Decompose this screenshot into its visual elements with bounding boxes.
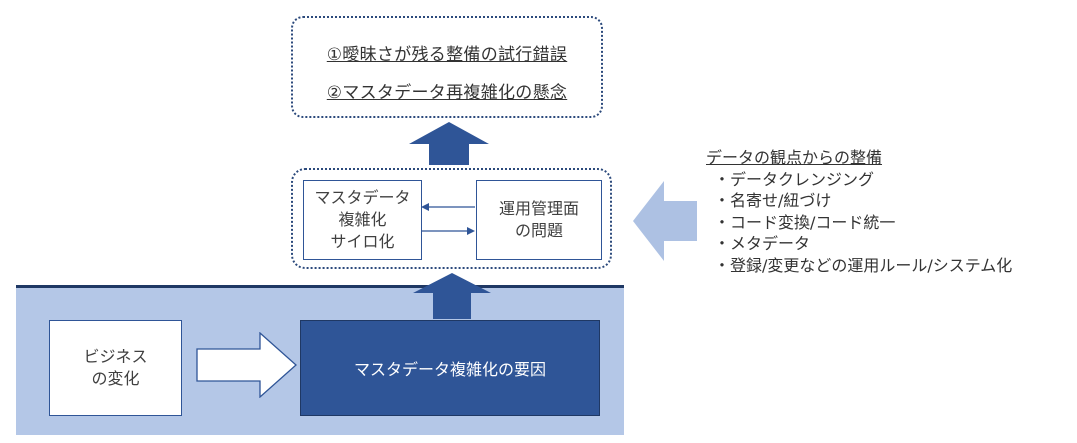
up-arrow-bottom [413, 273, 491, 319]
left-arrow-pale [633, 181, 697, 261]
business-line-1: ビジネス [83, 347, 148, 366]
list-item: ・名寄せ/紐づけ [714, 191, 832, 210]
master-data-complexity-box: マスタデータ 複雑化 サイロ化 [303, 180, 422, 260]
up-arrow-top [409, 122, 489, 165]
business-line-2: の変化 [91, 369, 140, 388]
issue-line-1: ①曖昧さが残る整備の試行錯誤 [326, 45, 568, 65]
complexity-line-1: マスタデータ [314, 188, 411, 207]
right-arrow-outline [196, 332, 297, 398]
list-item: ・メタデータ [714, 234, 811, 253]
complexity-cause-box: マスタデータ複雑化の要因 [300, 320, 600, 416]
issues-box: ①曖昧さが残る整備の試行錯誤 ②マスタデータ再複雑化の懸念 [291, 16, 603, 118]
issue-line-2: ②マスタデータ再複雑化の懸念 [326, 83, 568, 103]
complexity-line-2: 複雑化 [338, 210, 387, 229]
list-item: ・登録/変更などの運用ルール/システム化 [714, 255, 1013, 275]
list-title: データの観点からの整備 [706, 148, 883, 167]
operation-line-2: の問題 [514, 221, 563, 240]
bidirectional-arrows [421, 203, 475, 235]
list-item: ・データクレンジング [714, 169, 875, 189]
cause-label: マスタデータ複雑化の要因 [353, 360, 546, 379]
complexity-line-3: サイロ化 [330, 232, 395, 251]
business-change-box: ビジネス の変化 [49, 320, 182, 416]
problem-box: マスタデータ 複雑化 サイロ化 運用管理面 の問題 [291, 168, 612, 269]
operation-line-1: 運用管理面 [498, 199, 579, 218]
data-maintenance-list: データの観点からの整備 ・データクレンジング ・名寄せ/紐づけ ・コード変換/コ… [706, 147, 1066, 276]
operation-issue-box: 運用管理面 の問題 [476, 180, 602, 260]
list-item: ・コード変換/コード統一 [714, 212, 896, 232]
